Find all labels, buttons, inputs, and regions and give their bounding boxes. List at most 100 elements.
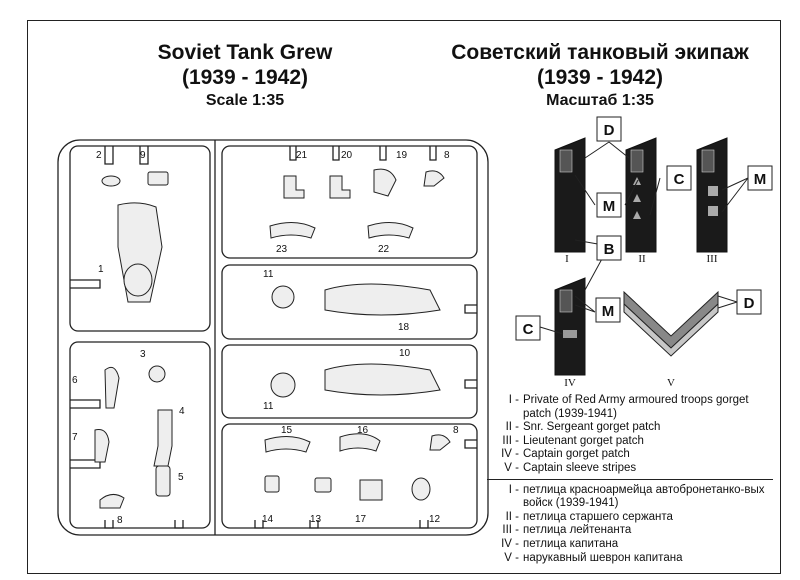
legend-row: II -петлица старшего сержанта	[497, 511, 773, 525]
label-box-M2	[747, 165, 773, 191]
part-8-top-shape	[423, 170, 445, 187]
legend-text: Private of Red Army armoured troops gorg…	[523, 394, 749, 420]
part-number-20: 20	[341, 150, 353, 161]
part-11-head-bottom-shape	[270, 372, 296, 398]
part-8-left-shape	[99, 494, 125, 509]
legend-text: Snr. Sergeant gorget patch	[523, 421, 661, 434]
part-number-5: 5	[178, 472, 184, 483]
legend-row: I - Private of Red Army armoured troops g…	[497, 394, 773, 421]
part-9-shape	[147, 171, 169, 186]
title-russian-years: (1939 - 1942)	[536, 66, 664, 89]
sprue-panel-right-4	[221, 423, 478, 529]
label-B: B	[604, 241, 615, 258]
title-english-scale: Scale 1:35	[205, 92, 285, 109]
part-number-3: 3	[140, 349, 146, 360]
part-2-helmet-shape	[101, 175, 121, 187]
legend-key: III -	[502, 524, 519, 537]
part-14-shape	[264, 475, 280, 493]
legend-row: II - Snr. Sergeant gorget patch	[497, 421, 773, 435]
sprue-parts	[94, 168, 451, 509]
title-english-years: (1939 - 1942)	[181, 66, 309, 89]
part-number-14: 14	[262, 514, 274, 525]
roman-III: III	[707, 253, 718, 265]
part-number-10: 10	[399, 348, 411, 359]
part-20-boot-shape	[329, 175, 351, 199]
callout-D2	[717, 295, 738, 309]
label-C2: C	[523, 321, 534, 338]
part-3-shape	[148, 365, 166, 383]
title-english-line1: Soviet Tank Grew	[157, 41, 333, 64]
roman-IV: IV	[564, 377, 576, 389]
legend-text: петлица старшего сержанта	[523, 510, 673, 523]
part-number-21: 21	[296, 150, 308, 161]
callout-lines	[539, 141, 749, 335]
tank-emblem-icon	[630, 149, 644, 173]
part-number-8-left: 8	[117, 515, 123, 526]
triangle-insignia-icon	[633, 194, 641, 202]
title-english: Soviet Tank Grew (1939 - 1942) Scale 1:3…	[120, 40, 370, 112]
legend-row: I - петлица красноармейца автобронетанко-…	[497, 484, 773, 511]
sprue-frame	[57, 139, 489, 536]
callout-D1	[584, 141, 630, 159]
legend-row: V -Captain sleeve stripes	[497, 462, 773, 476]
part-number-22: 22	[378, 244, 390, 255]
part-number-18: 18	[398, 322, 410, 333]
part-number-16: 16	[357, 425, 369, 436]
part-number-15: 15	[281, 425, 293, 436]
legend-key: III -	[502, 434, 519, 447]
legend-russian: I - петлица красноармейца автобронетанко-…	[497, 484, 773, 566]
legend-text: Captain gorget patch	[523, 448, 630, 461]
legend-key: II -	[505, 421, 519, 434]
legend-text: петлица лейтенанта	[523, 524, 632, 537]
part-21-boot-shape	[283, 175, 305, 199]
part-11-head-top-shape	[271, 285, 295, 309]
part-5-shape	[155, 465, 171, 497]
square-insignia-icon	[708, 206, 718, 216]
part-8-right-shape	[429, 434, 451, 451]
legend-english: I - Private of Red Army armoured troops g…	[497, 394, 773, 476]
tank-emblem-icon	[559, 289, 573, 313]
label-box-D1	[596, 116, 622, 142]
label-M1: M	[603, 198, 616, 215]
part-6-arm-shape	[104, 366, 120, 409]
sprue-outer	[57, 139, 489, 536]
part-19-shape	[373, 168, 397, 197]
roman-I: I	[565, 253, 569, 265]
part-18-body-shape	[324, 283, 441, 316]
part-number-11-bottom: 11	[263, 401, 274, 412]
label-box-C2	[515, 315, 541, 341]
legend-text: нарукавный шеврон капитана	[523, 551, 683, 564]
callout-C1	[649, 177, 661, 216]
part-number-12: 12	[429, 514, 441, 525]
part-number-7: 7	[72, 432, 78, 443]
legend-text: петлица красноармейца автобронетанко-вых…	[523, 483, 765, 510]
part-number-17: 17	[355, 514, 367, 525]
callout-C2	[539, 326, 564, 335]
legend-row: III -Lieutenant gorget patch	[497, 435, 773, 449]
rectangle-insignia-icon	[563, 330, 577, 338]
part-number-11-top: 11	[263, 269, 274, 280]
part-number-2: 2	[96, 150, 102, 161]
roman-V: V	[667, 377, 675, 389]
part-number-1: 1	[98, 264, 104, 275]
callout-M1	[574, 174, 639, 206]
part-22-arm-shape	[367, 222, 414, 239]
square-insignia-icon	[708, 186, 718, 196]
part-12-head-shape	[411, 477, 431, 501]
legend: I - Private of Red Army armoured troops g…	[487, 394, 773, 566]
callout-M3	[574, 295, 596, 313]
legend-key: IV -	[501, 448, 519, 461]
legend-text: Captain sleeve stripes	[523, 461, 637, 474]
tank-emblem-icon	[559, 149, 573, 173]
sleeve-chevron-V-lower	[623, 302, 719, 357]
sprue-panel-right-1	[221, 145, 478, 259]
part-13-shape	[314, 477, 332, 493]
part-number-9: 9	[140, 150, 146, 161]
label-D1: D	[604, 122, 615, 139]
legend-key: I -	[508, 394, 519, 406]
legend-key: I -	[508, 483, 519, 496]
callout-M2	[721, 177, 749, 213]
title-russian-line1: Советский танковый экипаж	[451, 41, 749, 64]
label-M2: M	[754, 171, 767, 188]
